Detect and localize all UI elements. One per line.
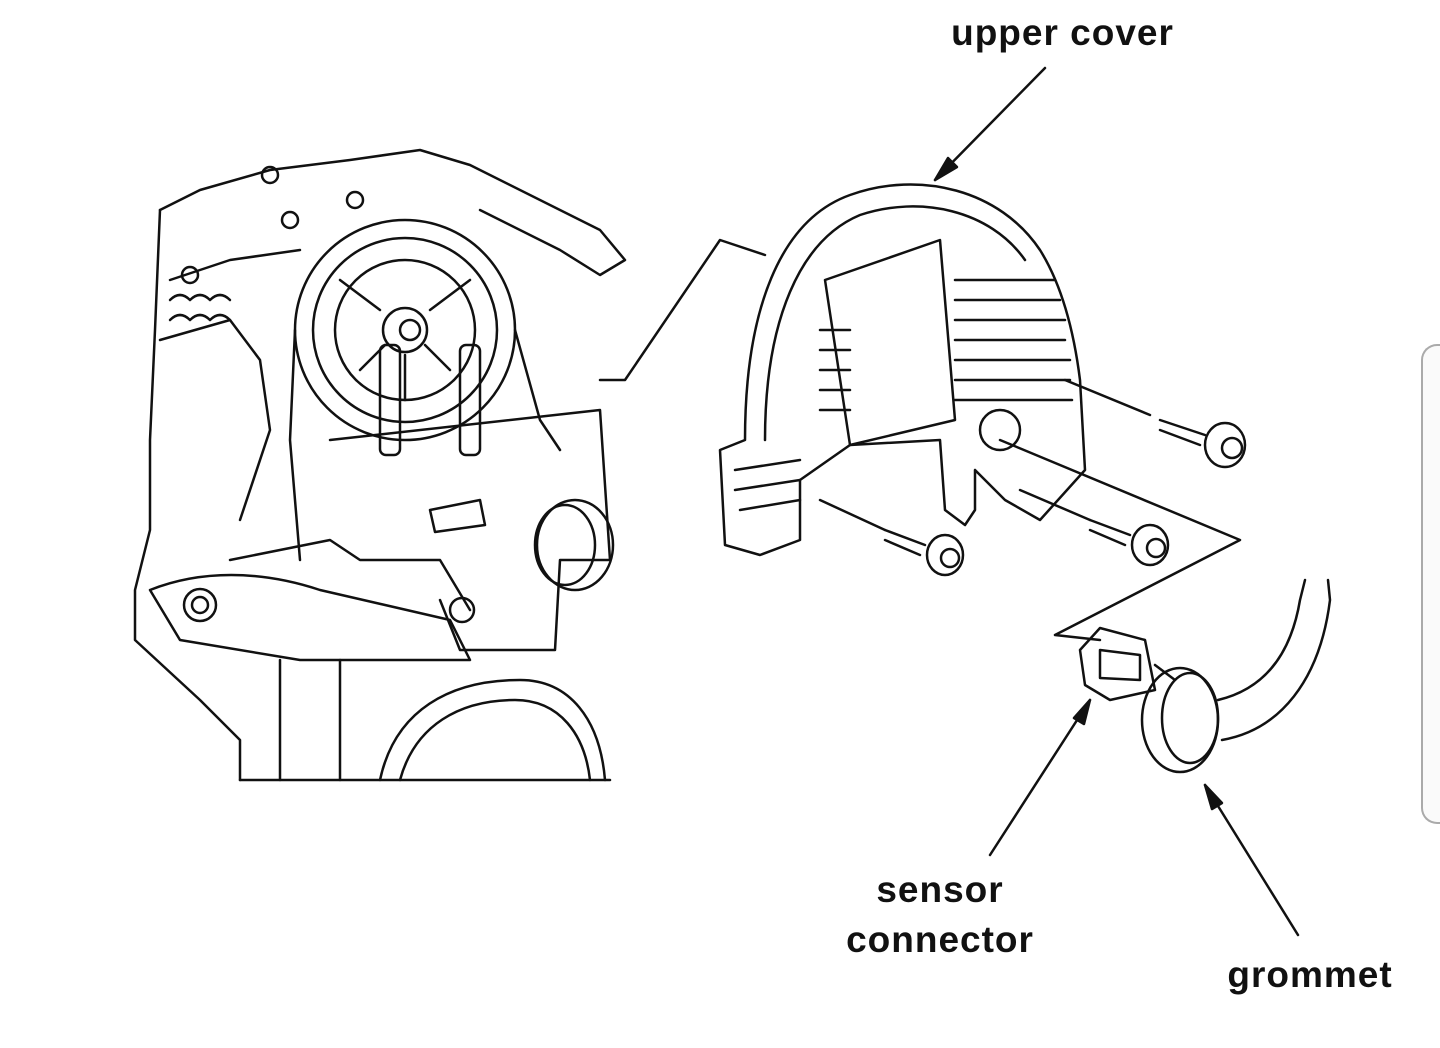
sensor-connector-label: sensor connector xyxy=(830,865,1050,965)
engine-illustration xyxy=(133,148,767,782)
bolt xyxy=(1088,518,1170,567)
bolt xyxy=(1158,418,1247,469)
scroll-handle[interactable] xyxy=(1421,344,1440,824)
bolts xyxy=(818,378,1247,642)
leader-arrows xyxy=(933,66,1300,937)
upper-cover-label: upper cover xyxy=(951,12,1174,53)
grommet-label: grommet xyxy=(1227,954,1393,995)
sensor-connector-label-line2: connector xyxy=(846,919,1034,960)
bolt xyxy=(883,528,965,577)
sensor-connector-label-line1: sensor xyxy=(876,869,1004,910)
grommet-part xyxy=(1140,578,1332,774)
upper-cover-part xyxy=(718,183,1087,557)
